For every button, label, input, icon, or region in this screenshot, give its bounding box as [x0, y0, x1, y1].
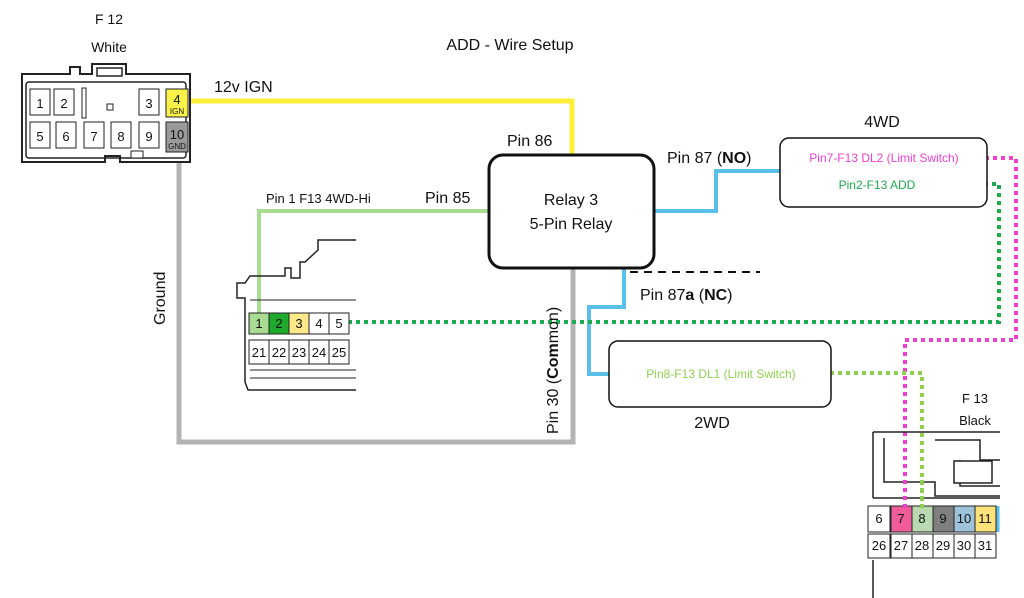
f12-pin-8: 8: [117, 129, 124, 144]
f12-notch: [106, 103, 114, 111]
relay-outline: [487, 153, 656, 270]
f12-pin-6-box: [55, 121, 77, 149]
f12-pin-3: 3: [145, 96, 152, 111]
f13l-pin-21: 21: [252, 345, 266, 360]
f12-pin-9-box: [138, 121, 160, 149]
f13r-pin-30: 30: [957, 538, 971, 553]
f13r-pin-11-box: [974, 505, 997, 533]
f13r-pin-6-box: [867, 505, 891, 533]
f12-connector: F 12 White 1 2 3 4 IGN 5 6 7 8 9 10 GND: [21, 11, 191, 163]
f12-pin-5-box: [29, 121, 51, 149]
f13l-pin-4: 4: [315, 316, 322, 331]
ground-label: Ground: [152, 272, 169, 325]
f12-key: [130, 150, 144, 159]
dl1-wire: [830, 371, 924, 510]
f13-right-housing: [872, 431, 1000, 598]
ign-label: 12v IGN: [214, 79, 273, 96]
f13l-pin-25-box: [328, 339, 350, 365]
relay-line2: 5-Pin Relay: [530, 216, 613, 233]
fourwd-box: Pin7-F13 DL2 (Limit Switch) Pin2-F13 ADD: [779, 137, 988, 208]
pin87-label: Pin 87 (NO): [667, 150, 751, 167]
f12-pin-10-sub: GND: [168, 142, 186, 151]
f12-latch: [96, 67, 123, 77]
f12-pin-9: 9: [145, 129, 152, 144]
f13l-pin-3: 3: [295, 316, 302, 331]
pin85-wire: [257, 209, 490, 318]
f12-pin-7-box: [83, 121, 105, 149]
f12-inner: [25, 81, 187, 159]
f13r-pin-8: 8: [918, 511, 925, 526]
f13r-pin-28: 28: [915, 538, 929, 553]
fourwd-label: 4WD: [864, 114, 900, 131]
pin30-label: Pin 30 (Common): [545, 307, 562, 434]
pin85-label: Pin 85: [425, 190, 470, 207]
f13l-pin-1: 1: [255, 316, 262, 331]
f12-pin-4-sub: IGN: [170, 107, 184, 116]
f13-name: F 13: [962, 391, 988, 406]
pin1-f13-label: Pin 1 F13 4WD-Hi: [266, 191, 371, 206]
f13-left-inner: [250, 299, 356, 379]
fourwd-outline: [779, 137, 988, 208]
f12-pin-5: 5: [36, 129, 43, 144]
pin86-label: Pin 86: [507, 133, 552, 150]
f12-pin-1-box: [29, 88, 51, 116]
f13r-pin-9: 9: [939, 511, 946, 526]
f12-pin-8-box: [110, 121, 132, 149]
twowd-label: 2WD: [694, 415, 730, 432]
f13-color: Black: [959, 413, 991, 428]
f13-left-housing: [236, 239, 356, 391]
f12-pin-10: 10: [170, 127, 184, 142]
f13-left-connector: 1 2 3 4 5 21 22 23 24 25: [236, 239, 356, 391]
f13r-pin-10: 10: [957, 511, 971, 526]
f13l-pin-22: 22: [272, 345, 286, 360]
f12-pin-2: 2: [60, 96, 67, 111]
diagram-title: ADD - Wire Setup: [446, 37, 573, 54]
f13l-pin-2: 2: [275, 316, 282, 331]
f13l-pin-5-box: [328, 312, 350, 335]
f13-right-tab: [953, 460, 993, 484]
f13r-pin-27: 27: [894, 538, 908, 553]
f13r-pin-11: 11: [978, 511, 992, 526]
f12-pin-6: 6: [62, 129, 69, 144]
f13r-pin-31: 31: [978, 538, 992, 553]
f12-pin-4: 4: [173, 92, 180, 107]
pin87a-wire: [587, 268, 626, 376]
fourwd-line1: Pin7-F13 DL2 (Limit Switch): [809, 151, 958, 165]
fourwd-line2: Pin2-F13 ADD: [839, 178, 916, 192]
f13r-pin-7: 7: [897, 511, 904, 526]
f12-pin-1: 1: [36, 96, 43, 111]
twowd-line1: Pin8-F13 DL1 (Limit Switch): [646, 367, 795, 381]
pin87a-label: Pin 87a (NC): [640, 287, 733, 304]
f12-pin-2-box: [53, 88, 75, 116]
f12-pin-4-box: [165, 88, 189, 118]
f13l-pin-5: 5: [335, 316, 342, 331]
twowd-outline: [608, 340, 832, 408]
f12-color: White: [91, 39, 127, 55]
relay-box: Relay 3 5-Pin Relay: [487, 153, 656, 270]
twowd-box: Pin8-F13 DL1 (Limit Switch): [608, 340, 832, 408]
f12-pin-3-box: [138, 88, 160, 116]
f13l-pin-23: 23: [292, 345, 306, 360]
f12-name: F 12: [95, 11, 123, 27]
f13-right-connector: F 13 Black 6 7 8 9 10 11 26 27 28 29 30 …: [867, 391, 1000, 598]
f13r-pin-31-box: [974, 533, 997, 559]
f13r-pin-26: 26: [872, 538, 886, 553]
f13r-pin-29: 29: [936, 538, 950, 553]
f13l-pin-24: 24: [312, 345, 326, 360]
f12-pin-10-box: [165, 121, 189, 153]
relay-line1: Relay 3: [544, 192, 598, 209]
f13r-pin-6: 6: [875, 511, 882, 526]
f13r-pin-26-box: [867, 533, 891, 559]
f12-pin-7: 7: [90, 129, 97, 144]
pin87-wire: [653, 169, 780, 213]
f12-divider: [81, 87, 87, 119]
ground-wire: [176, 162, 576, 445]
f13l-pin-25: 25: [332, 345, 346, 360]
ign-wire: [190, 98, 575, 157]
